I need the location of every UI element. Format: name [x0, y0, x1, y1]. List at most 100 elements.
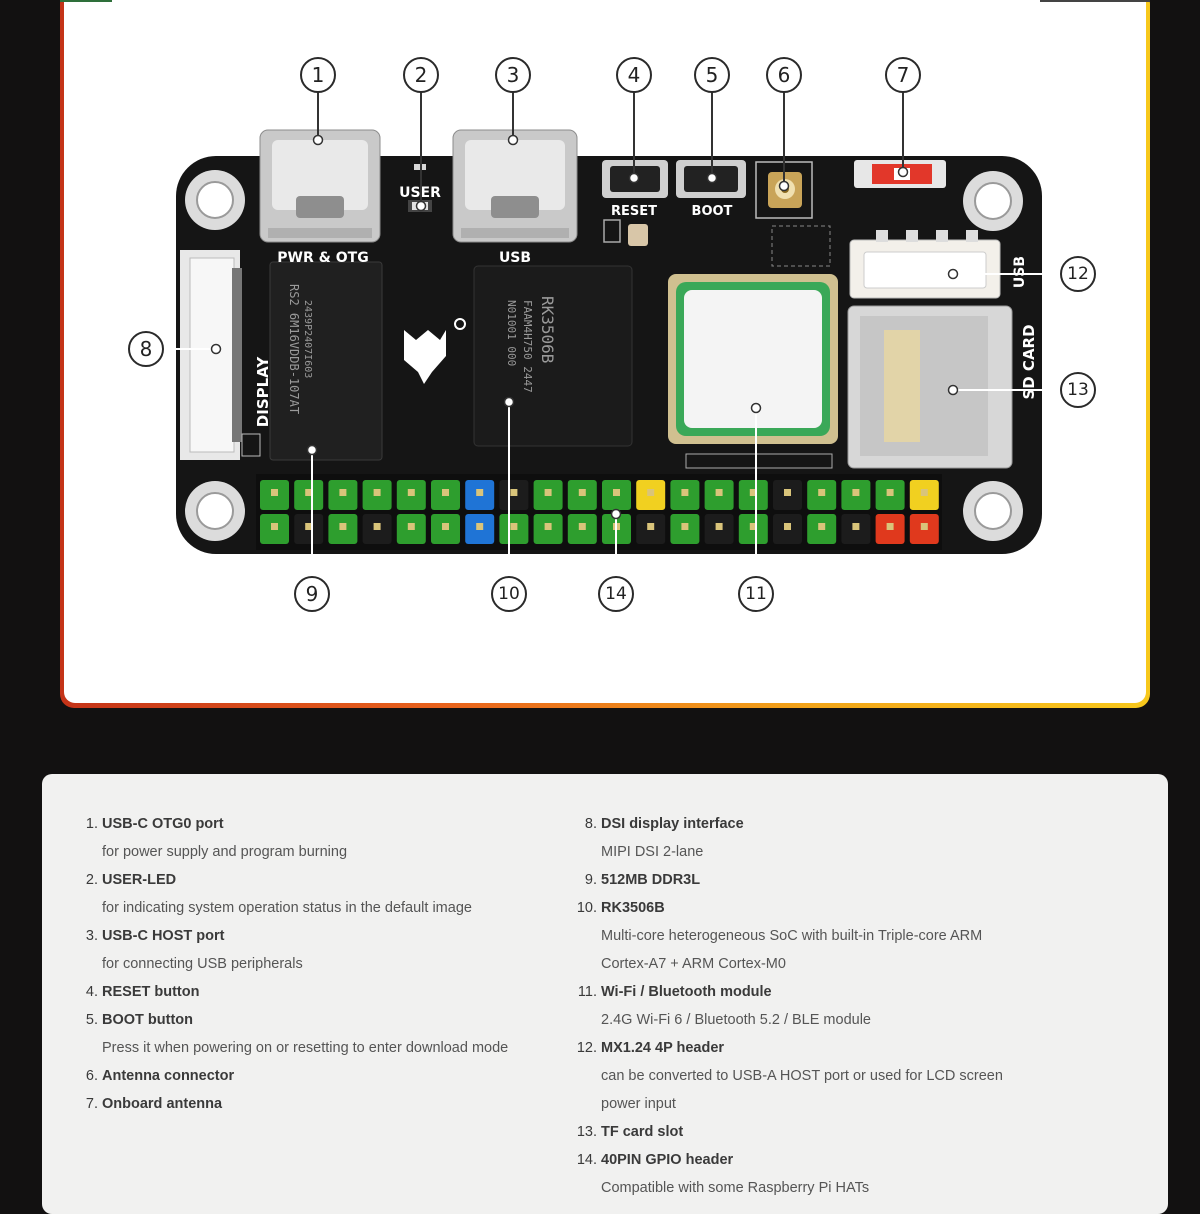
legend-item-number: 13. [576, 1124, 597, 1140]
legend-item-description: for indicating system operation status i… [102, 900, 472, 916]
gpio-pin-contact [647, 489, 655, 496]
gpio-pin-contact [920, 489, 928, 496]
legend-item-title: 40PIN GPIO header [601, 1152, 734, 1168]
gpio-pin-contact [476, 523, 484, 530]
callout-12: 12 [1060, 256, 1096, 292]
legend-item-title: BOOT button [102, 1012, 194, 1028]
legend-item-title: Wi-Fi / Bluetooth module [601, 984, 772, 1000]
legend-item: 12.MX1.24 4P header can be converted to U… [547, 1034, 1147, 1118]
callout-8: 8 [128, 331, 164, 367]
callout-4: 4 [616, 57, 652, 93]
legend-item-number: 2. [85, 872, 98, 888]
gpio-pin-contact [749, 489, 757, 496]
gpio-header [256, 474, 942, 550]
legend-item-title: MX1.24 4P header [601, 1040, 725, 1056]
gpio-pin-contact [920, 523, 928, 530]
legend-item-title: Antenna connector [102, 1068, 235, 1084]
mounting-holes [185, 170, 1023, 541]
gpio-pin-contact [271, 489, 278, 496]
gpio-pin-contact [407, 489, 415, 496]
soc-chip-line2: FAAM4H750 2447 [521, 300, 534, 393]
soc-chip-line1: RK3506B [538, 296, 557, 363]
legend-item-number: 3. [85, 928, 98, 944]
gpio-pin-contact [818, 523, 826, 530]
leader-dots [210, 134, 959, 520]
usb-c-port-otg [259, 129, 381, 243]
legend-item-description: Press it when powering on or resetting t… [102, 1040, 509, 1056]
gpio-pin-contact [852, 489, 860, 496]
gpio-pin-contact [578, 489, 586, 496]
legend-item-number: 12. [576, 1040, 597, 1056]
gpio-pin-contact [510, 489, 518, 496]
callout-5: 5 [694, 57, 730, 93]
legend-item-number: 4. [85, 984, 98, 1000]
legend-item-title: TF card slot [601, 1124, 684, 1140]
gpio-pin-contact [886, 523, 894, 530]
legend-item-title: Onboard antenna [102, 1096, 223, 1112]
silk-display: DISPLAY [254, 356, 272, 428]
gpio-pin-contact [715, 523, 723, 530]
silk-usb-left: USB [499, 250, 531, 266]
gpio-pin-contact [715, 489, 723, 496]
legend-item-number: 6. [85, 1068, 98, 1084]
legend-item-description: MIPI DSI 2-lane [601, 844, 704, 860]
display-connector [180, 250, 261, 460]
top-strip-left [60, 0, 112, 2]
legend-item-number: 10. [576, 900, 597, 916]
legend-item-title: DSI display interface [601, 816, 744, 832]
gpio-pin-contact [339, 523, 347, 530]
legend-item: 4.RESET button [48, 978, 568, 1006]
silk-usb-right: USB [1012, 256, 1028, 288]
gpio-pin-contact [886, 489, 894, 496]
gpio-pin-contact [442, 523, 449, 530]
gpio-pin-contact [476, 489, 484, 496]
callout-3: 3 [495, 57, 531, 93]
callout-9: 9 [294, 576, 330, 612]
legend-item: 6.Antenna connector [48, 1062, 568, 1090]
gpio-pin-contact [749, 523, 757, 530]
gpio-pin-contact [544, 523, 552, 530]
gpio-pin-contact [681, 523, 689, 530]
legend-item-title: USER-LED [102, 872, 177, 888]
silk-sd-card: SD CARD [1020, 324, 1038, 399]
callout-7: 7 [885, 57, 921, 93]
smd-pad [603, 219, 621, 243]
legend-item-title: RK3506B [601, 900, 665, 916]
legend-item-description: can be converted to USB-A HOST port or u… [601, 1068, 1003, 1084]
gpio-pin-contact [613, 489, 620, 496]
gpio-pin-contact [407, 523, 415, 530]
legend-item-number: 5. [85, 1012, 98, 1028]
ram-chip-line1: RS2 6M16VDDB-107AT [287, 284, 301, 414]
silk-boot: BOOT [692, 204, 733, 219]
legend-item: 2.USER-LED for indicating system operatio… [48, 866, 568, 922]
usb-c-port-host [452, 129, 578, 243]
legend-item: 9.512MB DDR3L [547, 866, 1147, 894]
silk-pwr-otg: PWR & OTG [277, 250, 368, 266]
mx-header [849, 230, 1001, 299]
gpio-pin-contact [373, 523, 381, 530]
gpio-pin-contact [681, 489, 689, 496]
legend-item-description: Cortex-A7 + ARM Cortex-M0 [601, 956, 786, 972]
gpio-pin-contact [578, 523, 586, 530]
wifi-bt-module [668, 274, 838, 469]
gpio-pin-contact [373, 489, 381, 496]
legend-item-description: for power supply and program burning [102, 844, 348, 860]
gpio-pin-contact [271, 523, 278, 530]
callout-11: 11 [738, 576, 774, 612]
ram-chip-line2: 2439P2407I603 [302, 300, 313, 378]
gpio-pin-contact [647, 523, 655, 530]
legend-item-title: 512MB DDR3L [601, 872, 701, 888]
silk-reset: RESET [611, 204, 657, 219]
legend-item-description: 2.4G Wi-Fi 6 / Bluetooth 5.2 / BLE modul… [601, 1012, 871, 1028]
leader-lines [164, 92, 1060, 576]
ram-chip [269, 261, 383, 461]
crystal [628, 224, 648, 246]
